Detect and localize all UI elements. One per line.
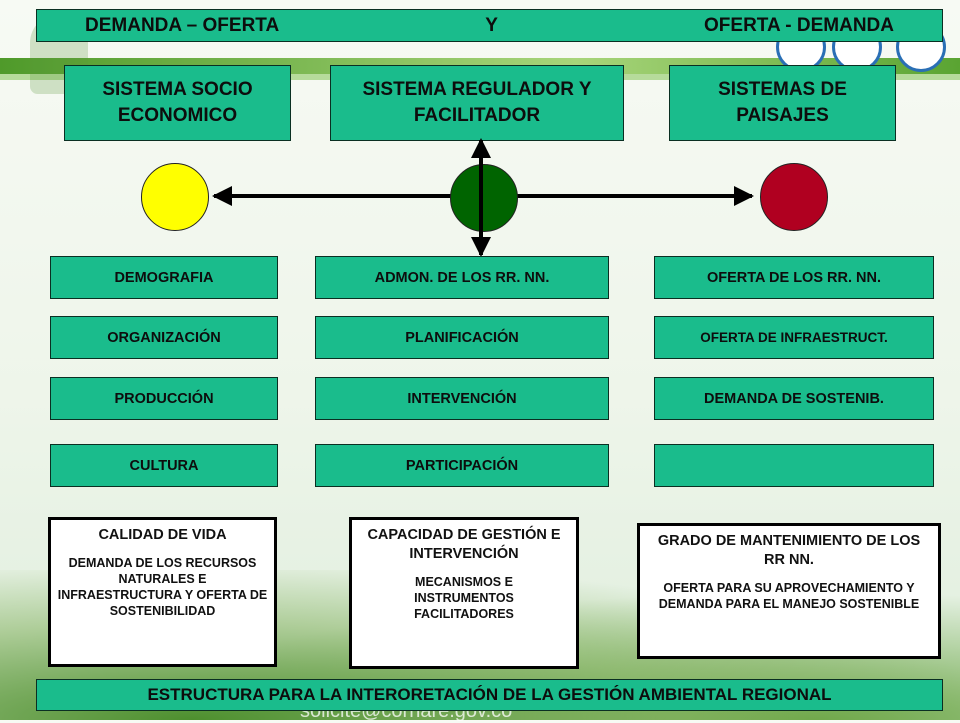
item-cultura: CULTURA	[50, 444, 278, 487]
title-right: OFERTA - DEMANDA	[704, 14, 894, 36]
item-demanda-sostenibilidad: DEMANDA DE SOSTENIB.	[654, 377, 934, 420]
item-oferta-rrnn: OFERTA DE LOS RR. NN.	[654, 256, 934, 299]
outcome-body: OFERTA PARA SU APROVECHAMIENTO Y DEMANDA…	[658, 581, 920, 611]
item-demografia: DEMOGRAFIA	[50, 256, 278, 299]
item-oferta-infraestructura: OFERTA DE INFRAESTRUCT.	[654, 316, 934, 359]
outcome-calidad-de-vida: CALIDAD DE VIDA DEMANDA DE LOS RECURSOS …	[48, 517, 277, 667]
outcome-capacidad-gestion: CAPACIDAD DE GESTIÓN E INTERVENCIÓN MECA…	[349, 517, 579, 669]
outcome-grado-mantenimiento: GRADO DE MANTENIMIENTO DE LOS RR NN. OFE…	[637, 523, 941, 659]
header-socio-economico: SISTEMA SOCIO ECONOMICO	[64, 65, 291, 141]
red-circle	[760, 163, 828, 231]
outcome-body: DEMANDA DE LOS RECURSOS NATURALES E INFR…	[57, 556, 268, 618]
item-organizacion: ORGANIZACIÓN	[50, 316, 278, 359]
header-regulador-facilitador: SISTEMA REGULADOR Y FACILITADOR	[330, 65, 624, 141]
item-admon-rrnn: ADMON. DE LOS RR. NN.	[315, 256, 609, 299]
outcome-body: MECANISMOS E INSTRUMENTOS FACILITADORES	[414, 575, 514, 621]
outcome-title: CAPACIDAD DE GESTIÓN E INTERVENCIÓN	[367, 527, 561, 562]
title-middle: Y	[485, 14, 498, 36]
item-participacion: PARTICIPACIÓN	[315, 444, 609, 487]
title-left: DEMANDA – OFERTA	[85, 14, 280, 36]
outcome-title: GRADO DE MANTENIMIENTO DE LOS RR NN.	[657, 533, 921, 568]
item-produccion: PRODUCCIÓN	[50, 377, 278, 420]
title-bar: DEMANDA – OFERTA Y OFERTA - DEMANDA	[36, 9, 943, 42]
item-intervencion: INTERVENCIÓN	[315, 377, 609, 420]
outcome-title: CALIDAD DE VIDA	[98, 527, 227, 543]
yellow-circle	[141, 163, 209, 231]
item-empty	[654, 444, 934, 487]
footer-bar: ESTRUCTURA PARA LA INTERORETACIÓN DE LA …	[36, 679, 943, 711]
item-planificacion: PLANIFICACIÓN	[315, 316, 609, 359]
header-paisajes: SISTEMAS DE PAISAJES	[669, 65, 896, 141]
